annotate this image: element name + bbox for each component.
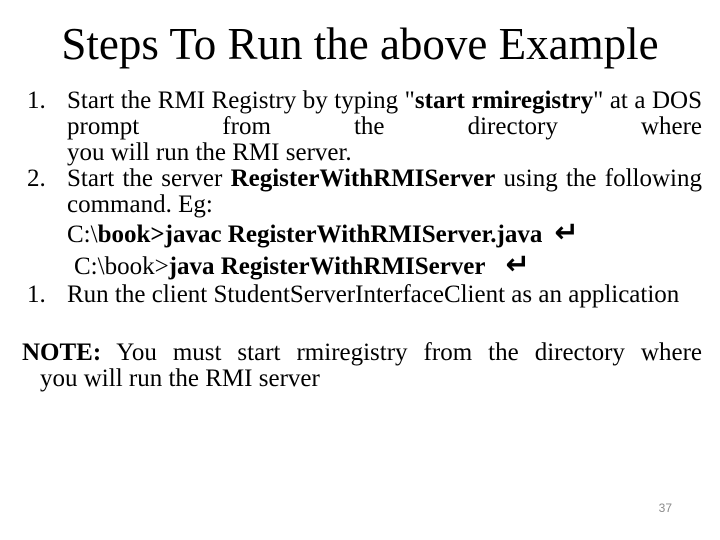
- list-item-2: 2. Start the server RegisterWithRMIServe…: [22, 166, 702, 282]
- text-segment-bold: book>javac RegisterWithRMIServer.java: [97, 221, 543, 249]
- text-segment: using the following: [495, 165, 702, 193]
- enter-key-icon: ↵: [505, 247, 530, 282]
- page-number: 37: [658, 501, 672, 515]
- text-segment-bold: start rmiregistry: [414, 87, 594, 115]
- text-line: Start the RMI Registry by typing "start …: [67, 88, 702, 114]
- slide-title: Steps To Run the above Example: [61, 19, 659, 69]
- note-paragraph: NOTE: You must start rmiregistry from th…: [22, 340, 702, 392]
- note-text: You must start rmiregistry from the dire…: [116, 339, 702, 367]
- text-line: Run the client StudentServerInterfaceCli…: [67, 281, 680, 309]
- note-label: NOTE:: [22, 339, 102, 367]
- text-segment-bold: java RegisterWithRMIServer: [168, 253, 486, 281]
- note-second-line: you will run the RMI server: [40, 365, 320, 393]
- list-item-number: 2.: [27, 165, 46, 193]
- text-segment: C:\book>: [74, 253, 169, 281]
- text-segment: Start the RMI Registry by typing ": [67, 87, 415, 115]
- note-first-line: NOTE: You must start rmiregistry from th…: [22, 340, 702, 366]
- list-item-3: 1. Run the client StudentServerInterface…: [22, 282, 702, 308]
- command-line-javac: C:\book>javac RegisterWithRMIServer.java…: [67, 218, 702, 250]
- slide-body: 1. Start the RMI Registry by typing "sta…: [22, 88, 702, 308]
- text-line: you will run the RMI server.: [67, 139, 352, 167]
- text-line: command. Eg:: [67, 191, 213, 219]
- list-item-1: 1. Start the RMI Registry by typing "sta…: [22, 88, 702, 166]
- text-segment: C:\: [67, 221, 98, 249]
- text-segment: Start the server: [67, 165, 231, 193]
- text-segment: " at a DOS: [593, 87, 702, 115]
- list-item-number: 1.: [27, 281, 46, 309]
- text-line: prompt from the directory where: [67, 113, 702, 141]
- enter-key-icon: ↵: [554, 215, 579, 250]
- text-segment-bold: RegisterWithRMIServer: [230, 165, 496, 193]
- command-line-java: C:\book>java RegisterWithRMIServer ↵: [67, 250, 702, 282]
- list-item-number: 1.: [27, 87, 46, 115]
- text-line: Start the server RegisterWithRMIServer u…: [67, 166, 702, 192]
